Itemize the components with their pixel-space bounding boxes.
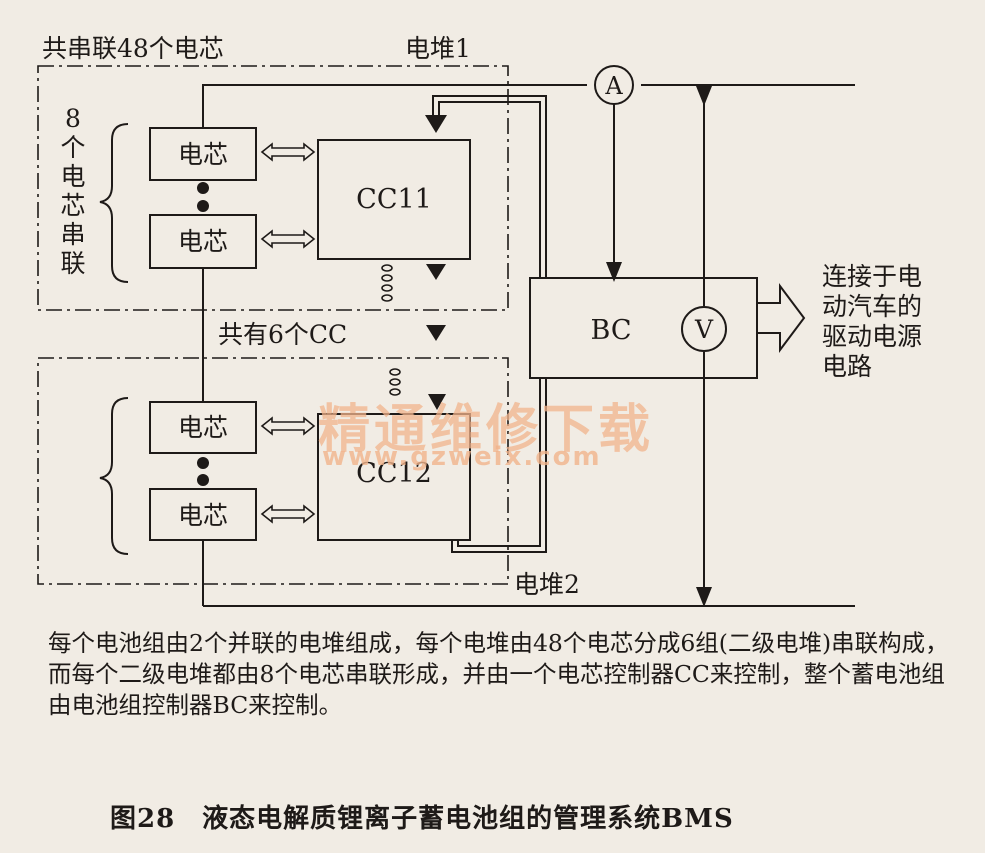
stack1-dashed-border bbox=[37, 65, 509, 311]
vchar-2: 个 bbox=[60, 133, 86, 162]
figure-title: 图28 液态电解质锂离子蓄电池组的管理系统BMS bbox=[110, 804, 734, 834]
bc-label: BC bbox=[590, 315, 631, 346]
connect-line-1: 连接于电 bbox=[822, 262, 923, 291]
vchar-6: 联 bbox=[60, 249, 86, 278]
watermark-url: www.gzweix.com bbox=[322, 442, 602, 472]
six-cc-label: 共有6个CC bbox=[218, 320, 348, 349]
cc12-box bbox=[317, 413, 471, 541]
cell-label-2: 电芯 bbox=[178, 227, 228, 256]
brace-stack1 bbox=[99, 123, 129, 283]
connect-line-2: 动汽车的 bbox=[822, 292, 923, 321]
vchar-3: 电 bbox=[60, 162, 86, 191]
connect-line-3: 驱动电源 bbox=[822, 322, 923, 351]
cell-label-4: 电芯 bbox=[178, 501, 228, 530]
voltmeter-label: V bbox=[694, 315, 714, 344]
cc11-box bbox=[317, 139, 471, 260]
comm-bus-lower-inner bbox=[457, 378, 541, 547]
output-hollow-arrow bbox=[756, 283, 806, 353]
connect-line-4: 电路 bbox=[822, 352, 873, 381]
cell-box-4 bbox=[149, 488, 257, 541]
cc12-label: CC12 bbox=[356, 458, 432, 489]
stack2-label: 电堆2 bbox=[514, 570, 580, 599]
ammeter-circle bbox=[594, 65, 634, 105]
cc11-label: CC11 bbox=[356, 184, 432, 215]
series-48-label: 共串联48个电芯 bbox=[42, 34, 224, 63]
brace-stack2 bbox=[99, 397, 129, 555]
comm-bus-lower-outer bbox=[451, 378, 547, 553]
connect-to-ev-label: 连接于电 动汽车的 驱动电源 电路 bbox=[822, 262, 922, 382]
watermark-cn: 精通维修下载 bbox=[318, 400, 655, 460]
vchar-1: 8 bbox=[65, 104, 81, 133]
stack2-dashed-border bbox=[37, 357, 509, 585]
top-bus-line bbox=[202, 84, 587, 128]
cell-box-3 bbox=[149, 401, 257, 454]
cell-box-1 bbox=[149, 127, 257, 181]
vchar-5: 串 bbox=[60, 220, 86, 249]
eight-cells-series-vertical: 8 个 电 芯 串 联 bbox=[59, 104, 87, 278]
stack1-label: 电堆1 bbox=[405, 34, 471, 63]
cell-box-2 bbox=[149, 214, 257, 269]
cell-label-3: 电芯 bbox=[178, 413, 228, 442]
vchar-4: 芯 bbox=[60, 191, 86, 220]
ammeter-label: A bbox=[604, 72, 623, 100]
cell-label-1: 电芯 bbox=[178, 140, 228, 169]
figure-caption: 每个电池组由2个并联的电堆组成，每个电堆由48个电芯分成6组(二级电堆)串联构成… bbox=[48, 629, 949, 719]
ellipsis-links bbox=[381, 264, 401, 396]
hollow-arrows bbox=[260, 142, 316, 524]
flow-triangles bbox=[425, 115, 447, 410]
comm-bus-outer bbox=[432, 95, 547, 278]
series-dots bbox=[197, 182, 209, 486]
comm-bus-inner bbox=[438, 101, 541, 278]
voltmeter-circle bbox=[681, 306, 727, 352]
